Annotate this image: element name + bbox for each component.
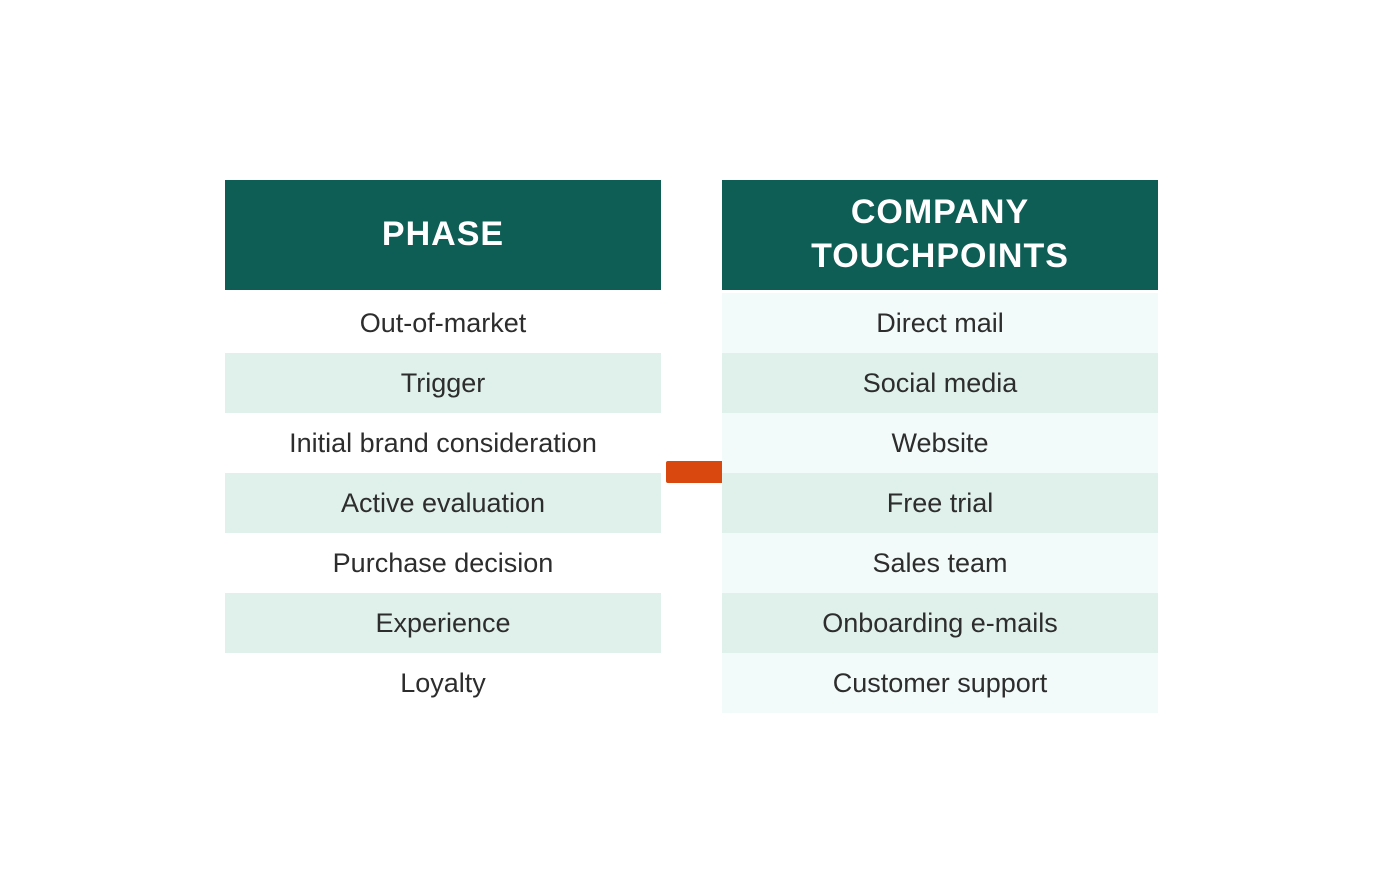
table-row: Free trial [722, 473, 1158, 533]
table-row: Sales team [722, 533, 1158, 593]
table-row: Trigger [225, 353, 661, 413]
table-row: Experience [225, 593, 661, 653]
table-row: Loyalty [225, 653, 661, 713]
table-row: Onboarding e-mails [722, 593, 1158, 653]
table-row: Initial brand consideration [225, 413, 661, 473]
touchpoints-table-header: COMPANY TOUCHPOINTS [722, 180, 1158, 290]
table-row: Purchase decision [225, 533, 661, 593]
touchpoints-table: COMPANY TOUCHPOINTS Direct mail Social m… [722, 180, 1158, 713]
table-row: Customer support [722, 653, 1158, 713]
table-row: Active evaluation [225, 473, 661, 533]
phase-table-header: PHASE [225, 180, 661, 290]
table-row: Out-of-market [225, 293, 661, 353]
table-row: Website [722, 413, 1158, 473]
touchpoints-table-rows: Direct mail Social media Website Free tr… [722, 293, 1158, 713]
table-row: Social media [722, 353, 1158, 413]
phase-table-rows: Out-of-market Trigger Initial brand cons… [225, 293, 661, 713]
table-row: Direct mail [722, 293, 1158, 353]
phase-table: PHASE Out-of-market Trigger Initial bran… [225, 180, 661, 713]
